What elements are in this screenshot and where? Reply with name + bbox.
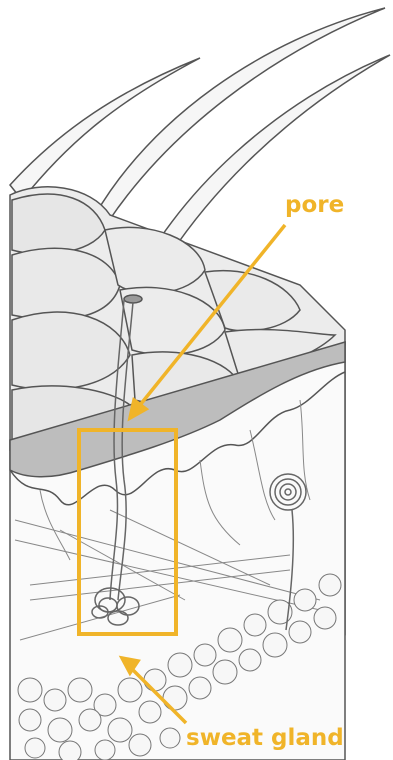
- pore-opening: [124, 295, 142, 303]
- sweat-gland-label: sweat gland: [186, 725, 344, 751]
- pore-label: pore: [285, 192, 344, 218]
- hair-2: [95, 8, 385, 222]
